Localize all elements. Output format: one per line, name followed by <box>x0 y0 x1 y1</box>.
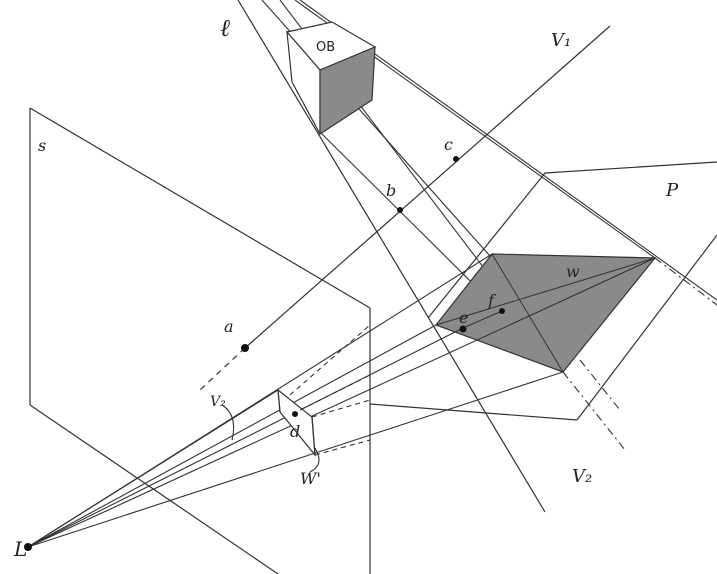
object-ob <box>285 21 377 136</box>
label-a: a <box>224 317 234 336</box>
ray-extensions <box>562 257 717 451</box>
point-a <box>241 344 249 352</box>
shadow-w-lines <box>435 253 656 373</box>
label-l: ℓ <box>220 14 230 42</box>
label-w: w <box>566 262 580 281</box>
label-v1: V₁ <box>551 30 571 51</box>
picture-plane-s <box>29 107 371 574</box>
point-f <box>499 308 505 314</box>
point-light <box>24 543 32 551</box>
shadow-w <box>435 253 657 373</box>
point-d <box>292 411 298 417</box>
label-p: P <box>665 180 679 201</box>
callout-arrows <box>221 404 320 473</box>
point-e <box>459 325 467 333</box>
label-light: L <box>13 537 27 561</box>
dashed-projections <box>289 324 371 456</box>
point-b <box>397 207 403 213</box>
point-c <box>453 156 459 162</box>
label-ob: OB <box>316 40 335 55</box>
line-l <box>237 0 546 513</box>
plane-p <box>369 161 717 421</box>
label-e: e <box>459 308 468 327</box>
label-s: s <box>38 136 46 155</box>
label-w-prime: W' <box>300 469 321 488</box>
label-v2-lower: V₂ <box>572 466 592 487</box>
label-v2: V₂ <box>210 394 226 410</box>
rays-from-light <box>27 253 656 548</box>
label-d: d <box>290 422 300 441</box>
line-v1-dashed <box>199 347 246 391</box>
line-v1 <box>244 25 611 349</box>
label-f: f <box>487 291 497 310</box>
label-b: b <box>386 181 396 200</box>
points <box>24 156 505 551</box>
label-c: c <box>444 135 453 154</box>
